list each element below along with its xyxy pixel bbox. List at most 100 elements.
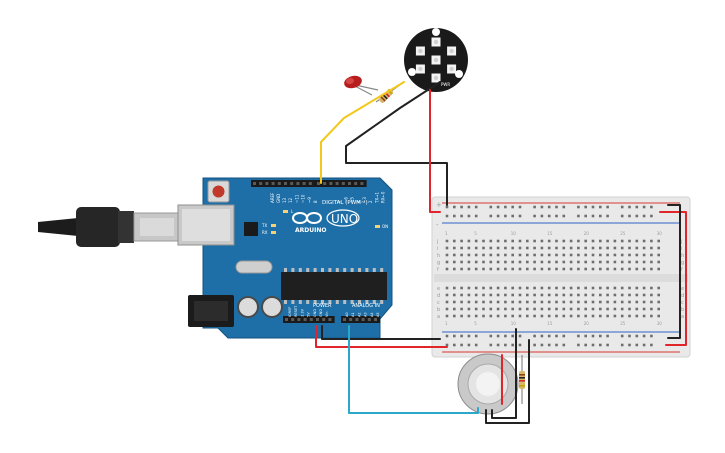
row-letter-left: d xyxy=(437,293,440,299)
reset-button[interactable] xyxy=(207,180,230,203)
digital-pin-label: ~6 xyxy=(343,197,348,203)
analog-pin-label: A4 xyxy=(370,312,374,317)
tx-led xyxy=(271,224,276,227)
atmega-chip xyxy=(281,272,387,300)
analog-pin-label: A1 xyxy=(351,312,355,317)
jewel-pad-label: PWR xyxy=(441,82,450,87)
neopixel-jewel[interactable]: PWR xyxy=(404,28,468,92)
digital-header[interactable] xyxy=(251,180,367,187)
power-pin-label: 3.3V xyxy=(300,308,304,317)
column-number-bottom: 1 xyxy=(445,321,448,326)
rail-minus-label: - xyxy=(436,221,439,229)
analog-header[interactable] xyxy=(341,316,381,323)
row-letter-left: c xyxy=(437,300,440,306)
wire-red-jewel[interactable] xyxy=(429,89,441,213)
breadboard-holes xyxy=(445,205,660,347)
column-number-top: 5 xyxy=(474,231,477,236)
power-pin-label: GND xyxy=(319,309,323,317)
on-label: ON xyxy=(382,224,388,229)
column-number-bottom: 10 xyxy=(511,321,517,326)
capacitor-2 xyxy=(261,296,283,318)
arduino-logo-text: ARDUINO xyxy=(295,227,326,234)
analog-pin-label: A0 xyxy=(345,312,349,317)
analog-in-label: ANALOG IN xyxy=(352,303,380,309)
jewel-pixels xyxy=(415,37,457,83)
row-letter-left: a xyxy=(437,314,440,320)
digital-pin-label: 12 xyxy=(288,197,293,203)
aref-label: AREF xyxy=(270,192,275,203)
digital-pin-label: 8 xyxy=(313,200,318,203)
atmega-pins xyxy=(284,268,384,304)
wire-cyan-a0[interactable] xyxy=(348,325,479,414)
wire-red-right-rail[interactable] xyxy=(659,211,687,346)
row-letter-left: g xyxy=(437,260,440,266)
gas-sensor[interactable] xyxy=(457,353,519,415)
sensor-resistor[interactable] xyxy=(519,355,525,404)
wire-black-sensor-b[interactable] xyxy=(485,339,530,424)
digital-header-label: DIGITAL (PWM~) xyxy=(322,200,368,206)
row-letter-left: i xyxy=(437,246,438,252)
row-letter-right: e xyxy=(681,286,684,292)
power-pin-label: IOREF xyxy=(288,307,292,317)
wires xyxy=(315,81,687,424)
row-letter-right: d xyxy=(681,293,684,299)
wire-red-5v[interactable] xyxy=(315,325,448,348)
red-led[interactable] xyxy=(343,74,379,96)
wire-black-right-rail[interactable] xyxy=(667,204,681,339)
capacitor-1 xyxy=(237,296,259,318)
wire-black-jewel[interactable] xyxy=(345,81,448,206)
digital-pin-label: 4 xyxy=(356,200,361,203)
wire-yellow-signal[interactable] xyxy=(320,81,405,184)
rx-led xyxy=(271,231,276,234)
row-letter-right: b xyxy=(681,307,684,313)
column-number-bottom: 15 xyxy=(547,321,553,326)
power-pin-label: 5V xyxy=(307,312,311,317)
center-channel xyxy=(434,274,688,282)
column-number-top: 15 xyxy=(547,231,553,236)
usb-chip xyxy=(244,222,258,236)
wire-black-gnd[interactable] xyxy=(321,325,441,340)
digital-pin-label: ~10 xyxy=(301,194,306,203)
column-number-top: 10 xyxy=(511,231,517,236)
row-letter-left: j xyxy=(436,239,438,245)
wire-black-sensor-a[interactable] xyxy=(491,328,517,419)
power-header[interactable] xyxy=(283,316,335,323)
row-letter-right: a xyxy=(681,314,684,320)
row-letter-right: i xyxy=(681,246,682,252)
analog-pin-label: A2 xyxy=(357,312,361,317)
column-number-top: 30 xyxy=(657,231,663,236)
digital-pin-label: RX←0 xyxy=(381,191,386,203)
analog-pin-label: A5 xyxy=(376,312,380,317)
analog-pin-label: A3 xyxy=(364,312,368,317)
column-number-bottom: 5 xyxy=(474,321,477,326)
row-letter-left: f xyxy=(437,267,439,273)
usb-cable[interactable] xyxy=(38,207,181,247)
column-number-bottom: 20 xyxy=(584,321,590,326)
row-letter-right: c xyxy=(681,300,684,306)
crystal-oscillator xyxy=(235,260,273,274)
row-letter-left: h xyxy=(437,253,440,259)
power-pin-label: GND xyxy=(313,309,317,317)
jewel-mount-hole-top xyxy=(432,28,440,36)
row-letter-left: b xyxy=(437,307,440,313)
on-led xyxy=(375,225,380,228)
row-letter-right: f xyxy=(681,267,683,273)
uno-badge: UNO xyxy=(326,209,360,227)
digital-pin-label: 13 xyxy=(282,197,287,203)
digital-pin-label: ~5 xyxy=(350,197,355,203)
tx-label: TX xyxy=(261,223,267,228)
power-pin-label: RESET xyxy=(294,305,298,317)
jewel-mount-hole-left xyxy=(408,68,416,76)
row-letter-right: j xyxy=(680,239,682,245)
jewel-mount-hole-right xyxy=(455,70,463,78)
gnd-label: GND xyxy=(276,194,281,203)
digital-pin-label: ~3 xyxy=(362,197,367,203)
rail-plus-label: + xyxy=(436,201,442,209)
row-letter-left: e xyxy=(437,286,440,292)
